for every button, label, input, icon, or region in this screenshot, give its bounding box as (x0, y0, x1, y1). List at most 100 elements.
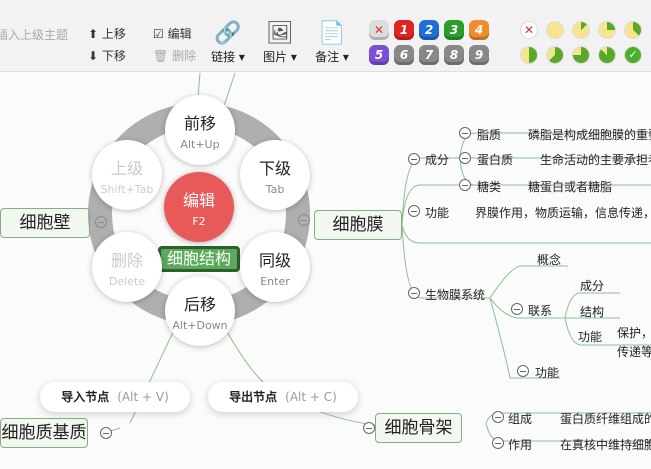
label: 成分 (425, 153, 450, 167)
priority-9-button[interactable]: 9 (469, 45, 489, 65)
label: Alt+Up (180, 138, 220, 151)
topic[interactable]: 概念 (537, 253, 562, 267)
collapse-toggle[interactable] (408, 205, 420, 217)
topic-desc: 界膜作用，物质运输，信息传递， (475, 206, 651, 220)
topic[interactable]: 组成 (508, 412, 533, 426)
collapse-toggle[interactable] (459, 152, 471, 164)
label: (Alt + C) (285, 390, 337, 404)
progress-1-button[interactable] (572, 21, 590, 39)
label: Delete (108, 275, 146, 288)
collapse-toggle[interactable] (492, 437, 504, 449)
node-cytoskeleton[interactable]: 细胞骨架 (375, 413, 462, 443)
delete-button[interactable]: 🗑 删除 (153, 47, 196, 64)
topic[interactable]: 功能 (425, 206, 450, 220)
image-icon: 🖼 (266, 21, 294, 46)
label: 导出节点 (229, 390, 278, 404)
ring-parent-button[interactable]: 上级 Shift+Tab (92, 140, 162, 210)
topic[interactable]: 蛋白质 (477, 153, 514, 167)
label: Enter (260, 275, 290, 288)
label: 编辑 (167, 27, 192, 41)
label: Alt+Down (172, 319, 228, 332)
collapse-toggle[interactable] (459, 179, 471, 191)
priority-5-button[interactable]: 5 (369, 45, 389, 65)
export-node-button[interactable]: 导出节点 (Alt + C) (208, 382, 358, 412)
collapse-toggle[interactable] (100, 427, 112, 439)
note-icon: 📄 (318, 21, 346, 46)
topic-desc: 磷脂是构成细胞膜的重要 (528, 128, 651, 142)
image-button[interactable]: 🖼 图片 ▾ (256, 20, 304, 65)
collapse-toggle[interactable] (492, 411, 504, 423)
topic-desc: 蛋白质纤维组成的 (560, 412, 651, 426)
move-up-button[interactable]: ⬆ 上移 (88, 25, 126, 42)
node-cell-wall[interactable]: 细胞壁 (0, 208, 90, 238)
collapse-toggle[interactable] (408, 287, 420, 299)
priority-3-button[interactable]: 3 (444, 20, 464, 40)
progress-7-button[interactable] (598, 46, 616, 64)
progress-8-button[interactable]: ✓ (624, 46, 642, 64)
collapse-toggle[interactable] (408, 153, 420, 165)
import-node-button[interactable]: 导入节点(Alt + V) (40, 382, 190, 412)
label: Shift+Tab (100, 183, 154, 196)
progress-4-button[interactable] (520, 46, 538, 64)
collapse-toggle[interactable] (517, 365, 529, 377)
node-cell-structure-selected[interactable]: 细胞结构 (158, 246, 240, 272)
link-icon: 🔗 (214, 21, 242, 46)
insert-parent-button[interactable]: 插入上级主题 (0, 28, 69, 42)
label: 后移 (183, 295, 216, 314)
priority-4-button[interactable]: 4 (469, 20, 489, 40)
priority-6-button[interactable]: 6 (394, 45, 414, 65)
node-cytoplasm-matrix[interactable]: 细胞质基质 (0, 418, 88, 448)
move-down-button[interactable]: ⬇ 下移 (88, 47, 126, 64)
topic[interactable]: 生物膜系统 (425, 288, 486, 302)
ring-delete-button[interactable]: 删除 Delete (92, 232, 162, 302)
edit-button[interactable]: ☑ 编辑 (153, 25, 192, 42)
node-cell-membrane[interactable]: 细胞膜 (314, 210, 402, 240)
selected-node-label: 细胞结构 (166, 249, 231, 268)
note-button[interactable]: 📄备注 ▾ (308, 20, 356, 65)
label: 删除 (110, 251, 143, 270)
topic[interactable]: 成分 (580, 279, 605, 293)
label: 编辑 (182, 191, 215, 210)
progress-2-button[interactable] (598, 21, 616, 39)
topic-desc: 传递等 (617, 345, 651, 359)
toolbar: 插入上级主题 ⬆ 上移 ⬇ 下移 ☑ 编辑 🗑 删除 🔗链接 ▾ 🖼 图片 ▾ 📄… (0, 0, 651, 72)
priority-2-button[interactable]: 2 (419, 20, 439, 40)
progress-5-button[interactable] (546, 46, 564, 64)
priority-7-button[interactable]: 7 (419, 45, 439, 65)
label: F2 (192, 215, 206, 228)
topic[interactable]: 结构 (580, 305, 605, 319)
topic[interactable]: 功能 (535, 366, 560, 380)
priority-✕-button[interactable]: ✕ (369, 20, 389, 40)
topic[interactable]: 作用 (508, 438, 533, 452)
collapse-toggle[interactable] (459, 127, 471, 139)
progress-0-button[interactable] (546, 21, 564, 39)
collapse-toggle[interactable] (511, 303, 523, 315)
topic[interactable]: 糖类 (477, 180, 502, 194)
priority-8-button[interactable]: 8 (444, 45, 464, 65)
edit-icon: ☑ (153, 27, 168, 41)
progress-clear-button[interactable]: ✕ (520, 21, 538, 39)
topic[interactable]: 联系 (528, 304, 553, 318)
priority-1-button[interactable]: 1 (394, 20, 414, 40)
label: 上级 (110, 159, 143, 178)
progress-3-button[interactable] (624, 21, 642, 39)
topic-desc: 在真核中维持细胞 (560, 438, 651, 452)
label: 删除 (172, 49, 197, 63)
topic[interactable]: 成分 (425, 151, 449, 168)
ring-backward-button[interactable]: 后移 Alt+Down (165, 276, 235, 346)
topic-desc: 生命活动的主要承担者 (540, 153, 651, 167)
ring-edit-button[interactable]: 编辑 F2 (164, 172, 234, 242)
progress-6-button[interactable] (572, 46, 590, 64)
topic[interactable]: 功能 (578, 330, 603, 344)
collapse-toggle[interactable] (363, 422, 375, 434)
label: 下级 (258, 159, 291, 178)
topic-desc: 保护， (617, 326, 651, 340)
label: 图片 ▾ (263, 50, 297, 64)
arrow-down-icon: ⬇ (88, 49, 102, 63)
topic[interactable]: 脂质 (477, 128, 502, 142)
arrow-up-icon: ⬆ (88, 27, 102, 41)
link-button[interactable]: 🔗链接 ▾ (204, 20, 252, 65)
